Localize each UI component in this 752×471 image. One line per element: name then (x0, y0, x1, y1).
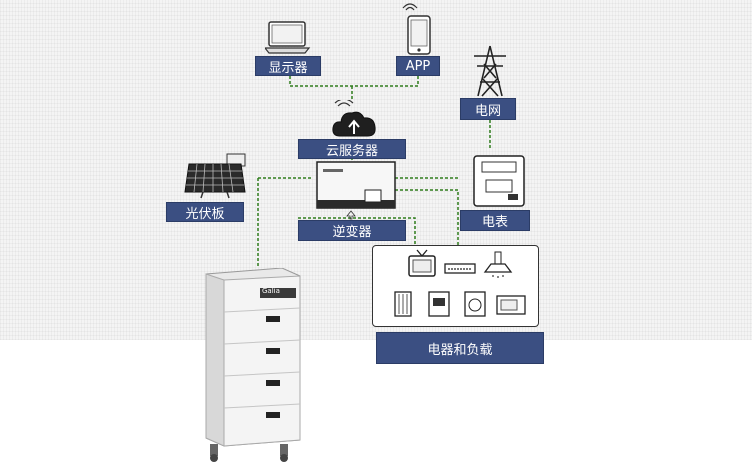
display-label: 显示器 (255, 56, 321, 76)
cloud-server-label: 云服务器 (298, 139, 406, 159)
loads-label: 电器和负载 (376, 332, 544, 364)
arrow-up-icon (346, 210, 356, 220)
line-inverter-loads (395, 189, 459, 245)
appliances-group (394, 249, 526, 317)
line-inverter-down (298, 217, 416, 245)
tv-icon (408, 249, 436, 277)
washing-machine-icon (464, 291, 486, 317)
line-display-app (289, 76, 419, 87)
phone-icon (402, 3, 431, 55)
app-label: APP (396, 56, 440, 76)
inverter-label: 逆变器 (298, 220, 406, 241)
battery-brand: Galia (262, 287, 280, 295)
heater-icon (394, 291, 412, 317)
meter-label: 电表 (460, 210, 530, 231)
battery-cabinet: Galia (200, 267, 305, 463)
laptop-icon (265, 21, 311, 54)
loads-box (372, 245, 539, 327)
electric-meter-icon (473, 155, 525, 207)
cloud-icon (332, 100, 376, 137)
range-hood-icon (483, 251, 513, 278)
coffee-machine-icon (428, 291, 450, 317)
pv-label: 光伏板 (166, 202, 244, 222)
grid-label: 电网 (460, 98, 516, 120)
inverter-icon (316, 161, 396, 209)
microwave-icon (496, 295, 526, 315)
air-conditioner-icon (444, 263, 476, 274)
power-tower-icon (474, 45, 506, 97)
solar-panel-icon (184, 153, 246, 199)
